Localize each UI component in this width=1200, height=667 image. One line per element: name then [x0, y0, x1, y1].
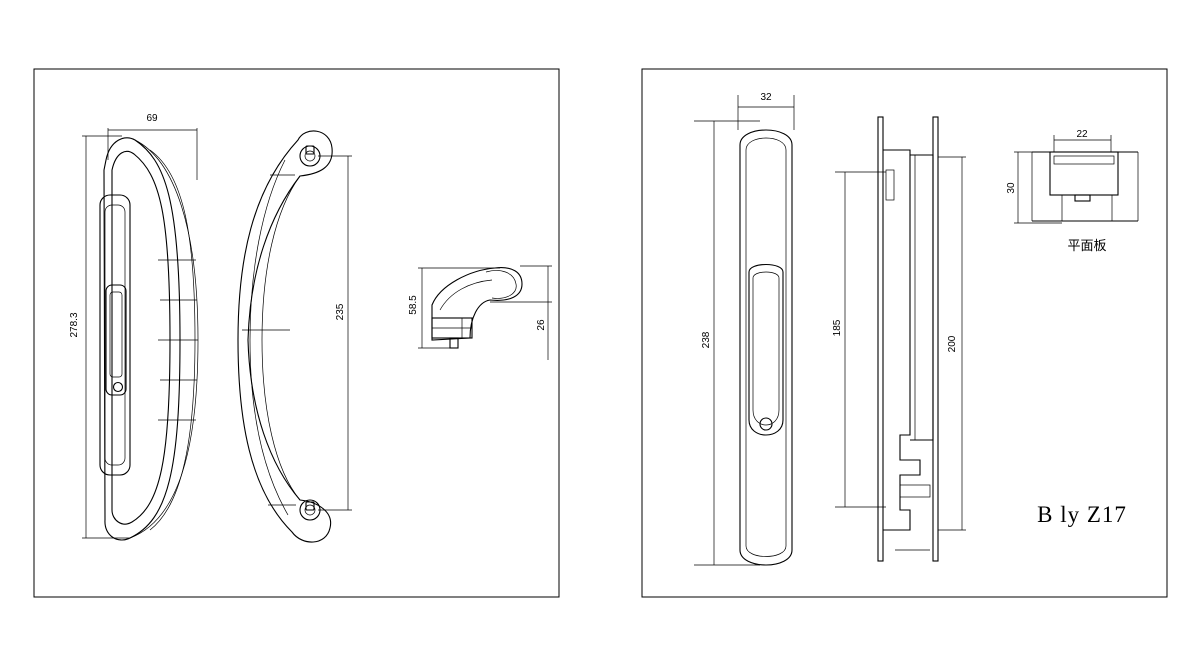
dim-278: 278.3 [69, 135, 130, 539]
dim-32: 32 [737, 92, 795, 130]
plate-top-view [1031, 151, 1139, 222]
left-panel-frame [33, 68, 560, 598]
dim-235: 235 [318, 155, 352, 511]
plate-label: 平面板 [1067, 239, 1106, 254]
dim-22: 22 [1053, 129, 1112, 152]
dim-200: 200 [938, 156, 966, 531]
model-label: B ly Z17 [1037, 502, 1127, 527]
dim-26: 26 [490, 265, 552, 360]
dim-right-height-right: 200 [947, 335, 958, 352]
dim-right-height-mid: 185 [832, 319, 843, 336]
dim-side-height: 58.5 [408, 295, 419, 315]
handle-side-view [431, 267, 523, 349]
dim-plate-width: 22 [1076, 129, 1088, 140]
dim-right-height-left: 238 [701, 331, 712, 348]
dim-width-top: 69 [146, 113, 158, 124]
dim-238: 238 [694, 120, 760, 566]
flush-handle-front-view [739, 129, 793, 566]
dim-58-5: 58.5 [408, 267, 500, 349]
dim-height-left: 278.3 [69, 312, 80, 337]
dim-side-depth: 26 [536, 319, 547, 331]
dim-right-width-top: 32 [760, 92, 772, 103]
flush-handle-side-view [877, 116, 939, 562]
dim-30: 30 [1006, 151, 1062, 224]
dim-69: 69 [107, 113, 198, 180]
dim-plate-height: 30 [1006, 182, 1017, 194]
dim-185: 185 [832, 171, 886, 508]
right-panel-frame [641, 68, 1168, 598]
handle-back-view [237, 130, 333, 543]
dim-height-mid: 235 [335, 303, 346, 320]
handle-front-view [99, 137, 199, 541]
